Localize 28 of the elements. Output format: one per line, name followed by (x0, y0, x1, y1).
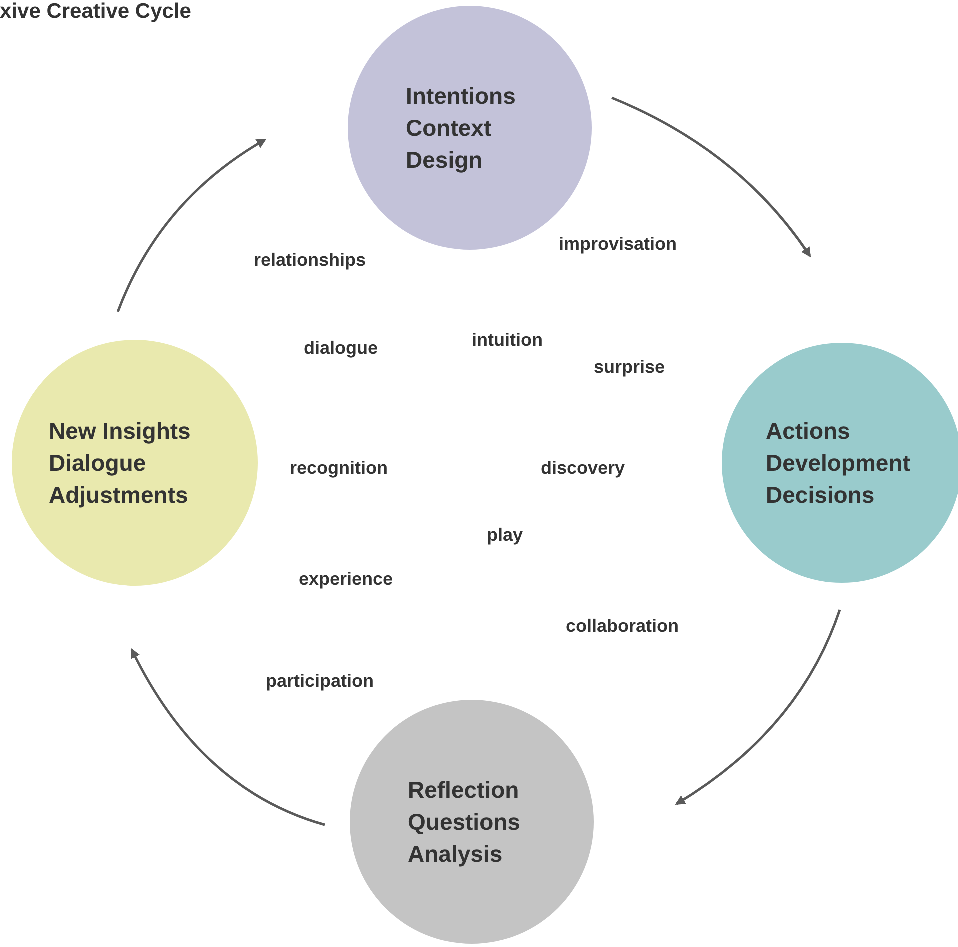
concept-word: experience (299, 569, 394, 590)
concept-word: dialogue (304, 338, 378, 359)
curved-arrow (612, 96, 812, 258)
stage-label: Intentions (406, 82, 517, 111)
stage-label: Design (406, 146, 484, 175)
concept-word: improvisation (559, 234, 678, 255)
concept-word: surprise (594, 357, 666, 378)
concept-word: participation (266, 671, 374, 692)
concept-word: collaboration (566, 616, 680, 637)
concept-word: intuition (472, 330, 543, 351)
curved-arrow (116, 138, 267, 312)
concept-word: relationships (254, 250, 366, 271)
stage-label: Context (406, 114, 493, 143)
concept-word: discovery (541, 458, 626, 479)
stage-label: Development (766, 449, 912, 478)
concept-word: recognition (290, 458, 388, 479)
stage-label: Reflection (408, 776, 520, 805)
stage-label: New Insights (49, 417, 192, 446)
stage-label: Decisions (766, 481, 876, 510)
curved-arrow (130, 648, 326, 826)
stage-label: Analysis (408, 840, 504, 869)
concept-word: play (487, 525, 524, 546)
stage-label: Dialogue (49, 449, 148, 478)
stage-label: Adjustments (49, 481, 190, 510)
diagram-title: xive Creative Cycle (0, 0, 192, 24)
stage-label: Questions (408, 808, 522, 837)
curved-arrow (675, 610, 842, 806)
stage-label: Actions (766, 417, 852, 446)
